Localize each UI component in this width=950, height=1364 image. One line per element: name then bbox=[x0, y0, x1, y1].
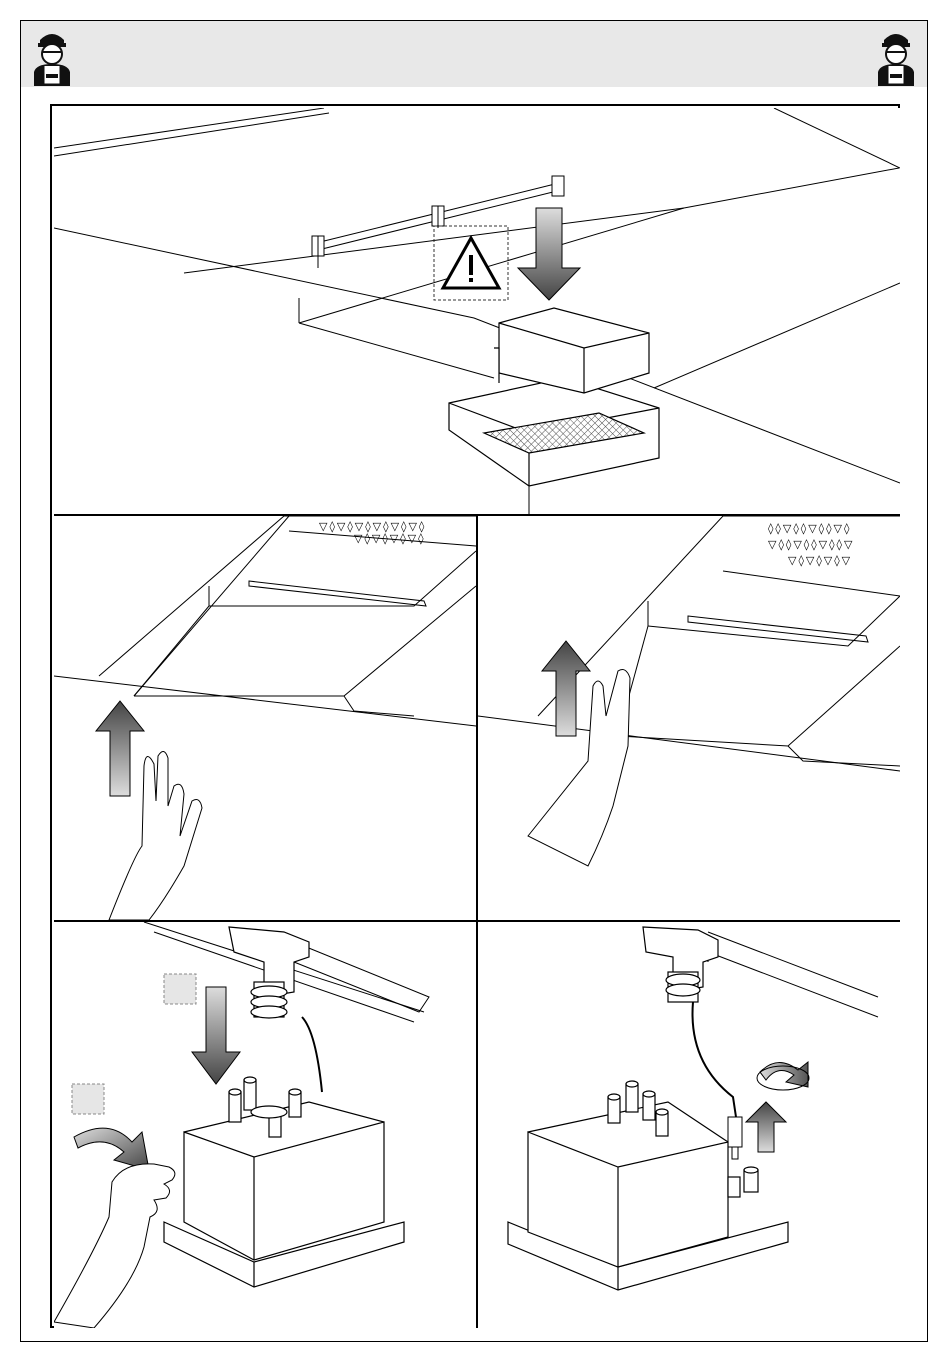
down-arrow-icon bbox=[192, 987, 240, 1084]
curved-arrow-icon bbox=[74, 1128, 149, 1170]
figure-grid: ▽◊▽◊▽◊▽◊▽◊▽◊ ▽◊▽◊▽◊▽◊ bbox=[50, 104, 900, 1328]
up-arrow-icon bbox=[746, 1102, 786, 1152]
step-marker-icon bbox=[164, 974, 196, 1004]
installer-technician-icon bbox=[26, 26, 78, 86]
mounting-rail bbox=[312, 176, 564, 268]
hand-icon bbox=[54, 1164, 175, 1328]
figure-panel-connect-unit bbox=[54, 922, 478, 1328]
perforation: ▽◊▽◊▽◊▽◊▽◊▽◊ ▽◊▽◊▽◊▽◊ bbox=[319, 520, 426, 545]
svg-text:▽◊▽◊▽◊▽: ▽◊▽◊▽◊▽ bbox=[788, 554, 852, 567]
clamp-connector bbox=[643, 927, 736, 1117]
ceiling-lines bbox=[54, 108, 900, 514]
up-arrow-icon bbox=[96, 701, 144, 796]
down-arrow-icon bbox=[518, 208, 580, 300]
hand-icon bbox=[528, 670, 630, 866]
svg-text:◊◊▽◊◊▽◊◊▽◊: ◊◊▽◊◊▽◊◊▽◊ bbox=[768, 522, 851, 535]
connector-icon bbox=[728, 1117, 742, 1159]
clamp-connector bbox=[229, 927, 322, 1092]
pump-unit bbox=[164, 1077, 404, 1287]
figure-panel-push-up-left: ▽◊▽◊▽◊▽◊▽◊▽◊ ▽◊▽◊▽◊▽◊ bbox=[54, 516, 478, 922]
perforation: ◊◊▽◊◊▽◊◊▽◊ ▽◊◊▽◊◊▽◊◊▽ ▽◊▽◊▽◊▽ bbox=[768, 522, 854, 567]
svg-text:▽◊▽◊▽◊▽◊: ▽◊▽◊▽◊▽◊ bbox=[354, 532, 426, 545]
figure-panel-push-up-right: ◊◊▽◊◊▽◊◊▽◊ ▽◊◊▽◊◊▽◊◊▽ ▽◊▽◊▽◊▽ bbox=[478, 516, 900, 922]
installer-technician-icon bbox=[870, 26, 922, 86]
step-marker-icon bbox=[72, 1084, 104, 1114]
warning-triangle-icon bbox=[434, 226, 508, 300]
pump-unit bbox=[508, 1081, 788, 1290]
rotate-arrow-icon bbox=[757, 1062, 809, 1090]
header-bar bbox=[21, 21, 927, 87]
up-arrow-icon bbox=[542, 641, 590, 736]
svg-text:▽◊◊▽◊◊▽◊◊▽: ▽◊◊▽◊◊▽◊◊▽ bbox=[768, 538, 854, 551]
figure-panel-ceiling-install bbox=[54, 108, 900, 516]
ceiling-unit bbox=[449, 308, 659, 486]
figure-panel-tighten-connector bbox=[478, 922, 900, 1328]
